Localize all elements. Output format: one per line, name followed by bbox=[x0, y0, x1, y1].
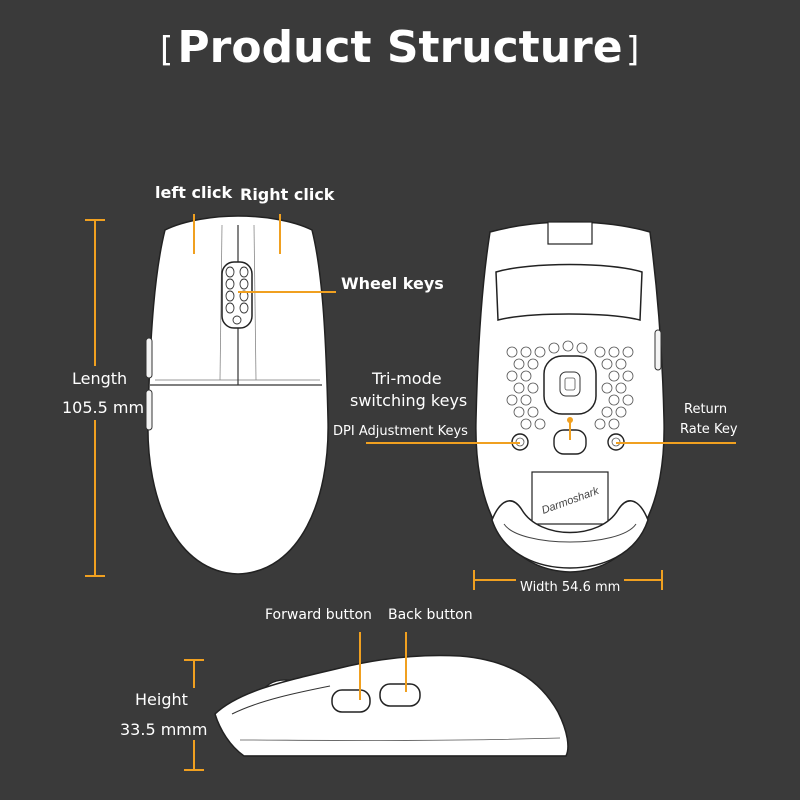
left-click-label: left click bbox=[155, 183, 233, 202]
callout-lines bbox=[85, 214, 736, 771]
mouse-side-view bbox=[214, 654, 569, 757]
wheel-keys-label: Wheel keys bbox=[341, 274, 444, 293]
height-value: 33.5 mmm bbox=[120, 720, 208, 739]
height-label: Height bbox=[135, 690, 188, 709]
page-title: Product Structure bbox=[177, 22, 623, 73]
title-bar: [ Product Structure ] bbox=[0, 22, 800, 82]
right-click-label: Right click bbox=[240, 185, 335, 204]
tri-mode-label-line2: switching keys bbox=[350, 391, 468, 410]
forward-button-label: Forward button bbox=[265, 607, 372, 623]
back-button-label: Back button bbox=[388, 607, 473, 623]
tri-mode-label-line1: Tri-mode bbox=[372, 369, 442, 388]
length-value: 105.5 mm bbox=[62, 398, 145, 417]
dpi-keys-label: DPI Adjustment Keys bbox=[333, 424, 468, 439]
wheel-shape bbox=[221, 261, 253, 329]
return-rate-label-line1: Return bbox=[684, 402, 728, 417]
title-close-bracket: ] bbox=[626, 30, 640, 70]
back-button-shape bbox=[379, 683, 421, 707]
forward-button-shape bbox=[331, 689, 371, 713]
mouse-bottom-view: Darmoshark bbox=[475, 221, 665, 573]
width-label: Width 54.6 mm bbox=[520, 580, 621, 595]
title-open-bracket: [ bbox=[160, 30, 174, 70]
length-label: Length bbox=[72, 369, 128, 388]
honeycomb-pattern bbox=[506, 340, 634, 430]
mouse-top-view bbox=[145, 215, 329, 575]
return-rate-label-line2: Rate Key bbox=[680, 422, 738, 437]
